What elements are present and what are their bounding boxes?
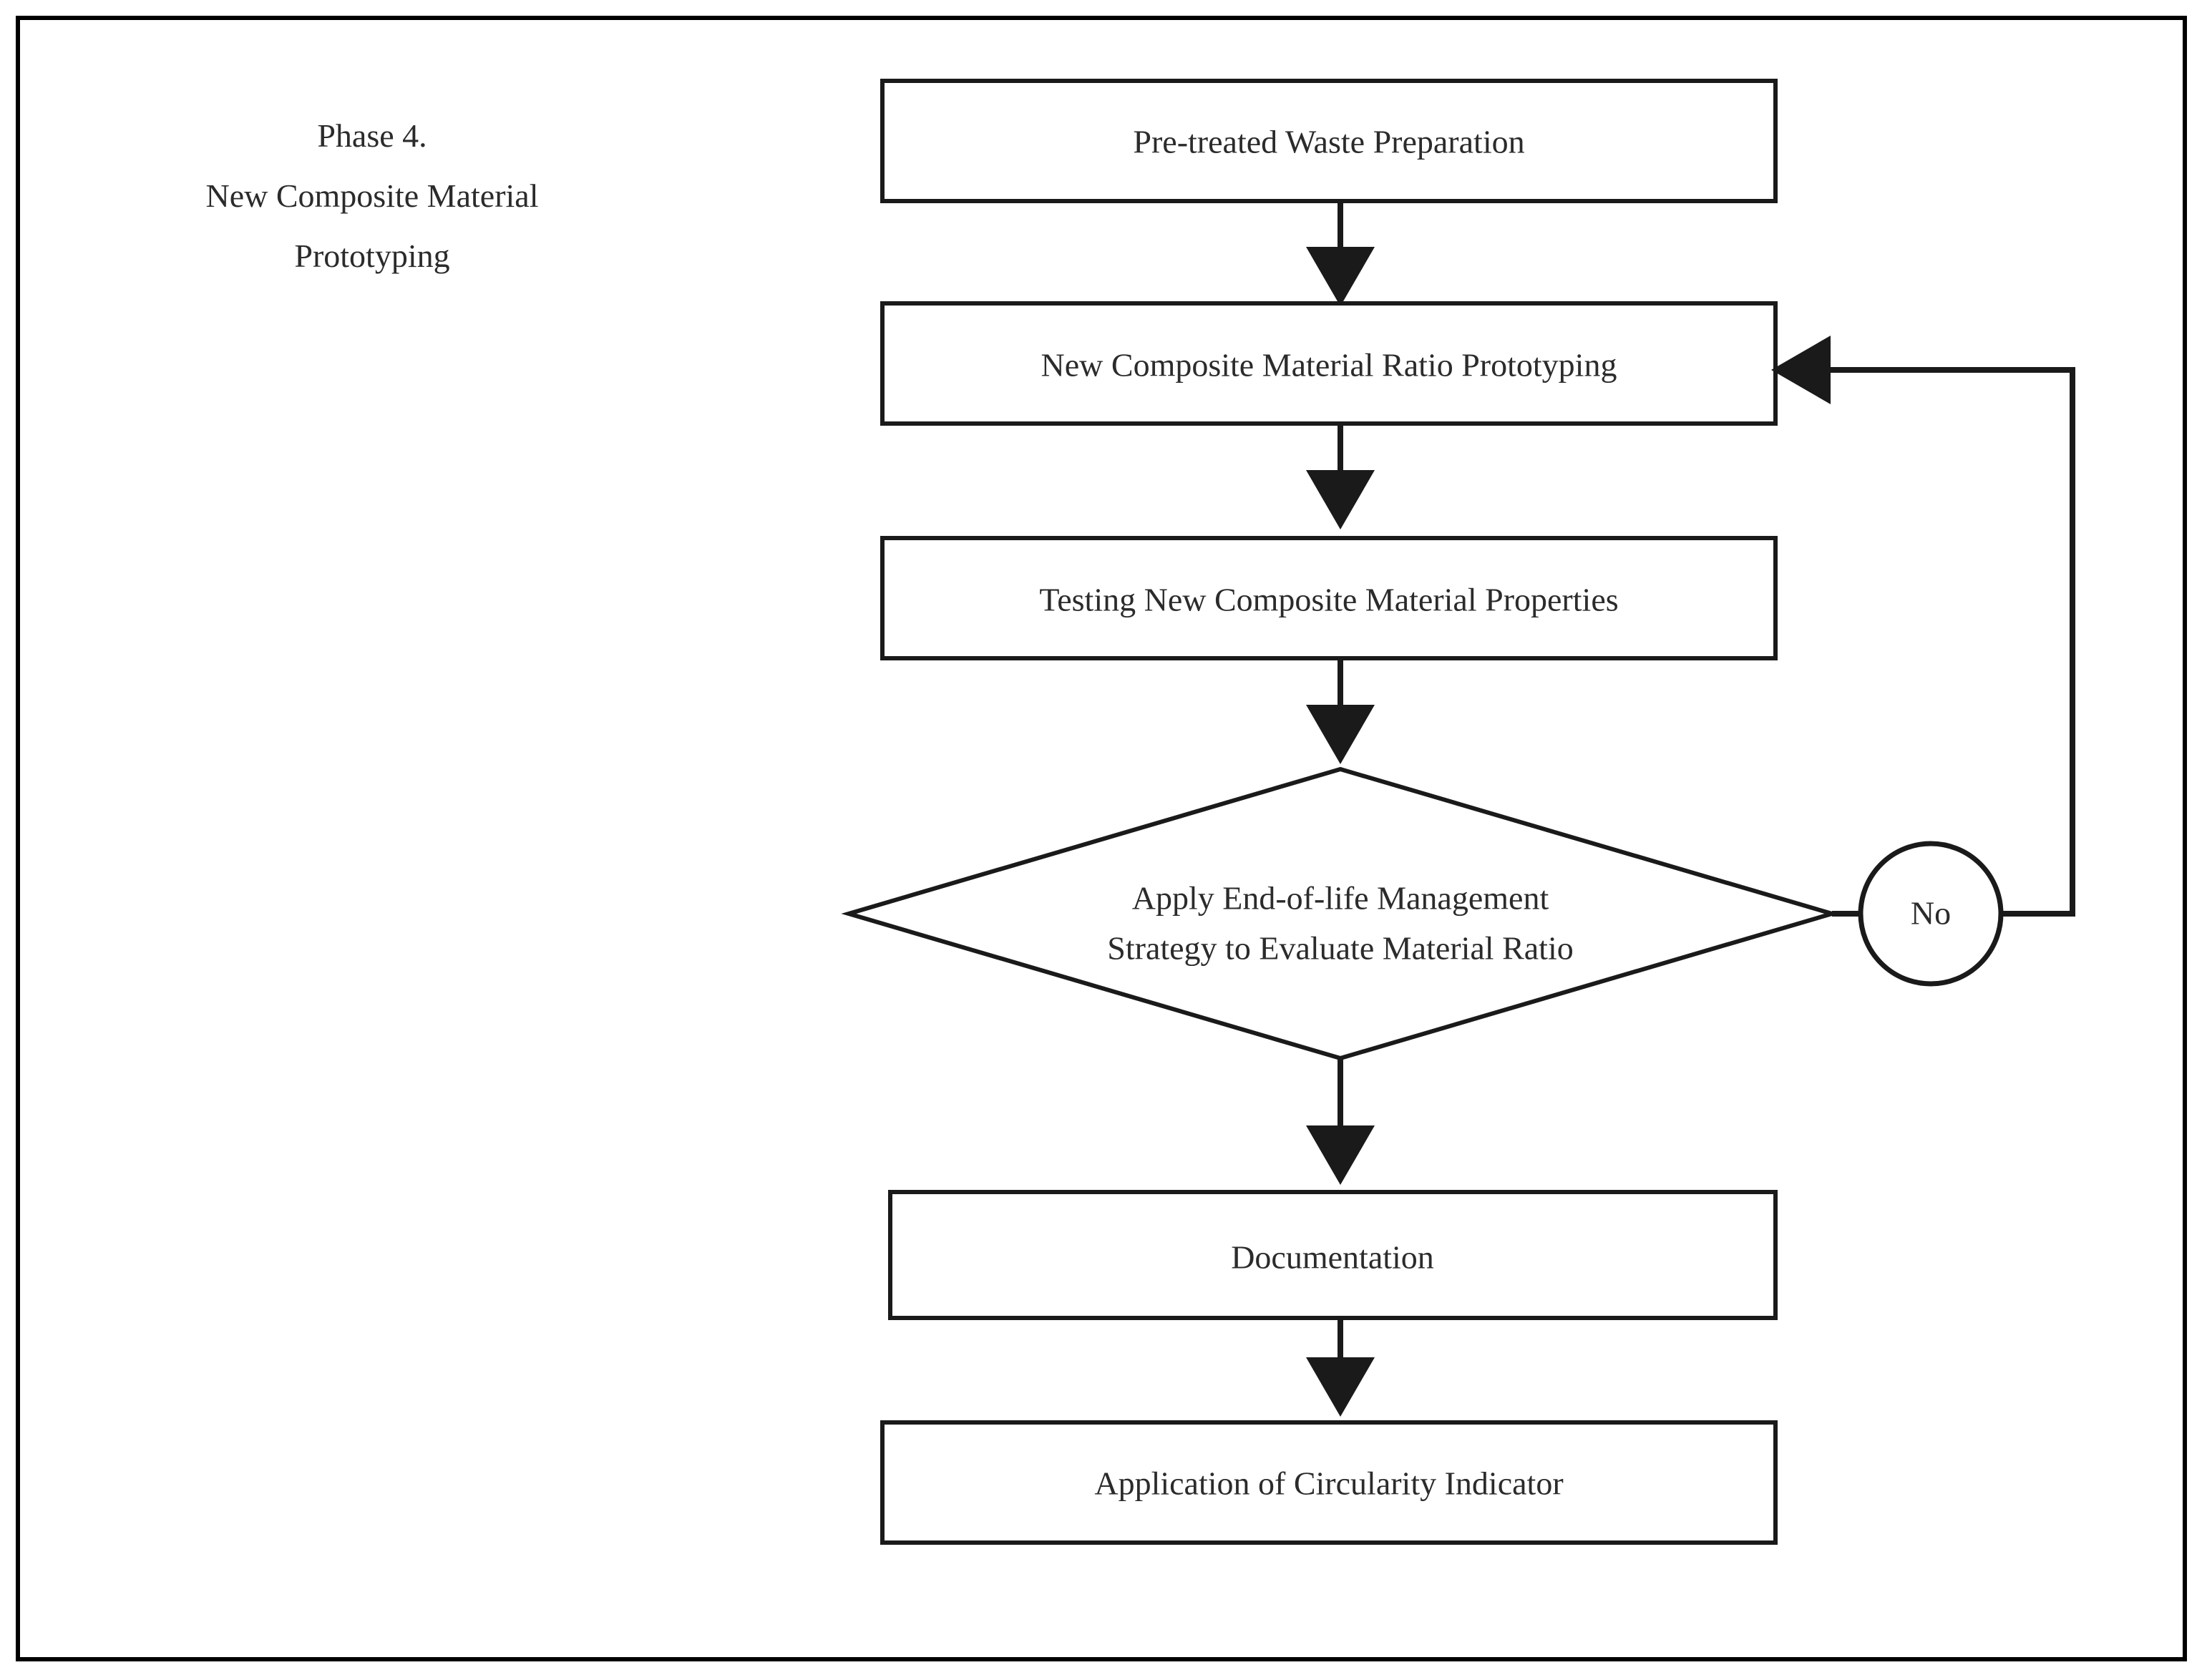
node-documentation-label: Documentation xyxy=(1231,1239,1434,1276)
connector-no-feedback-loop xyxy=(1820,367,2075,917)
arrowhead-down-icon-1 xyxy=(1306,247,1375,306)
node-ratio-prototyping-label: New Composite Material Ratio Prototyping xyxy=(1041,347,1617,384)
node-ratio-prototyping[interactable] xyxy=(880,301,1778,426)
arrowhead-down-icon-5 xyxy=(1306,1357,1375,1417)
node-pretreated-waste-preparation-label: Pre-treated Waste Preparation xyxy=(1133,124,1524,160)
node-no-branch-label: No xyxy=(1911,895,1951,932)
node-decision-label-line-2: Strategy to Evaluate Material Ratio xyxy=(1107,930,1573,967)
arrowhead-down-icon-3 xyxy=(1306,705,1375,764)
arrowhead-down-icon-2 xyxy=(1306,470,1375,529)
node-circularity-indicator-label: Application of Circularity Indicator xyxy=(1094,1465,1563,1502)
node-testing-properties-label: Testing New Composite Material Propertie… xyxy=(1039,582,1618,618)
node-circularity-indicator[interactable] xyxy=(880,1420,1778,1545)
phase-title-line-1: Phase 4. xyxy=(317,117,427,154)
arrowhead-left-icon-feedback xyxy=(1771,336,1831,404)
phase-title-line-3: Prototyping xyxy=(294,238,449,274)
node-testing-properties[interactable] xyxy=(880,536,1778,660)
phase-title-line-2: New Composite Material xyxy=(205,177,538,214)
arrowhead-down-icon-4 xyxy=(1306,1125,1375,1185)
node-pretreated-waste-preparation[interactable] xyxy=(880,79,1778,203)
node-decision-label-line-1: Apply End-of-life Management xyxy=(1132,880,1549,917)
node-documentation[interactable] xyxy=(888,1190,1778,1320)
